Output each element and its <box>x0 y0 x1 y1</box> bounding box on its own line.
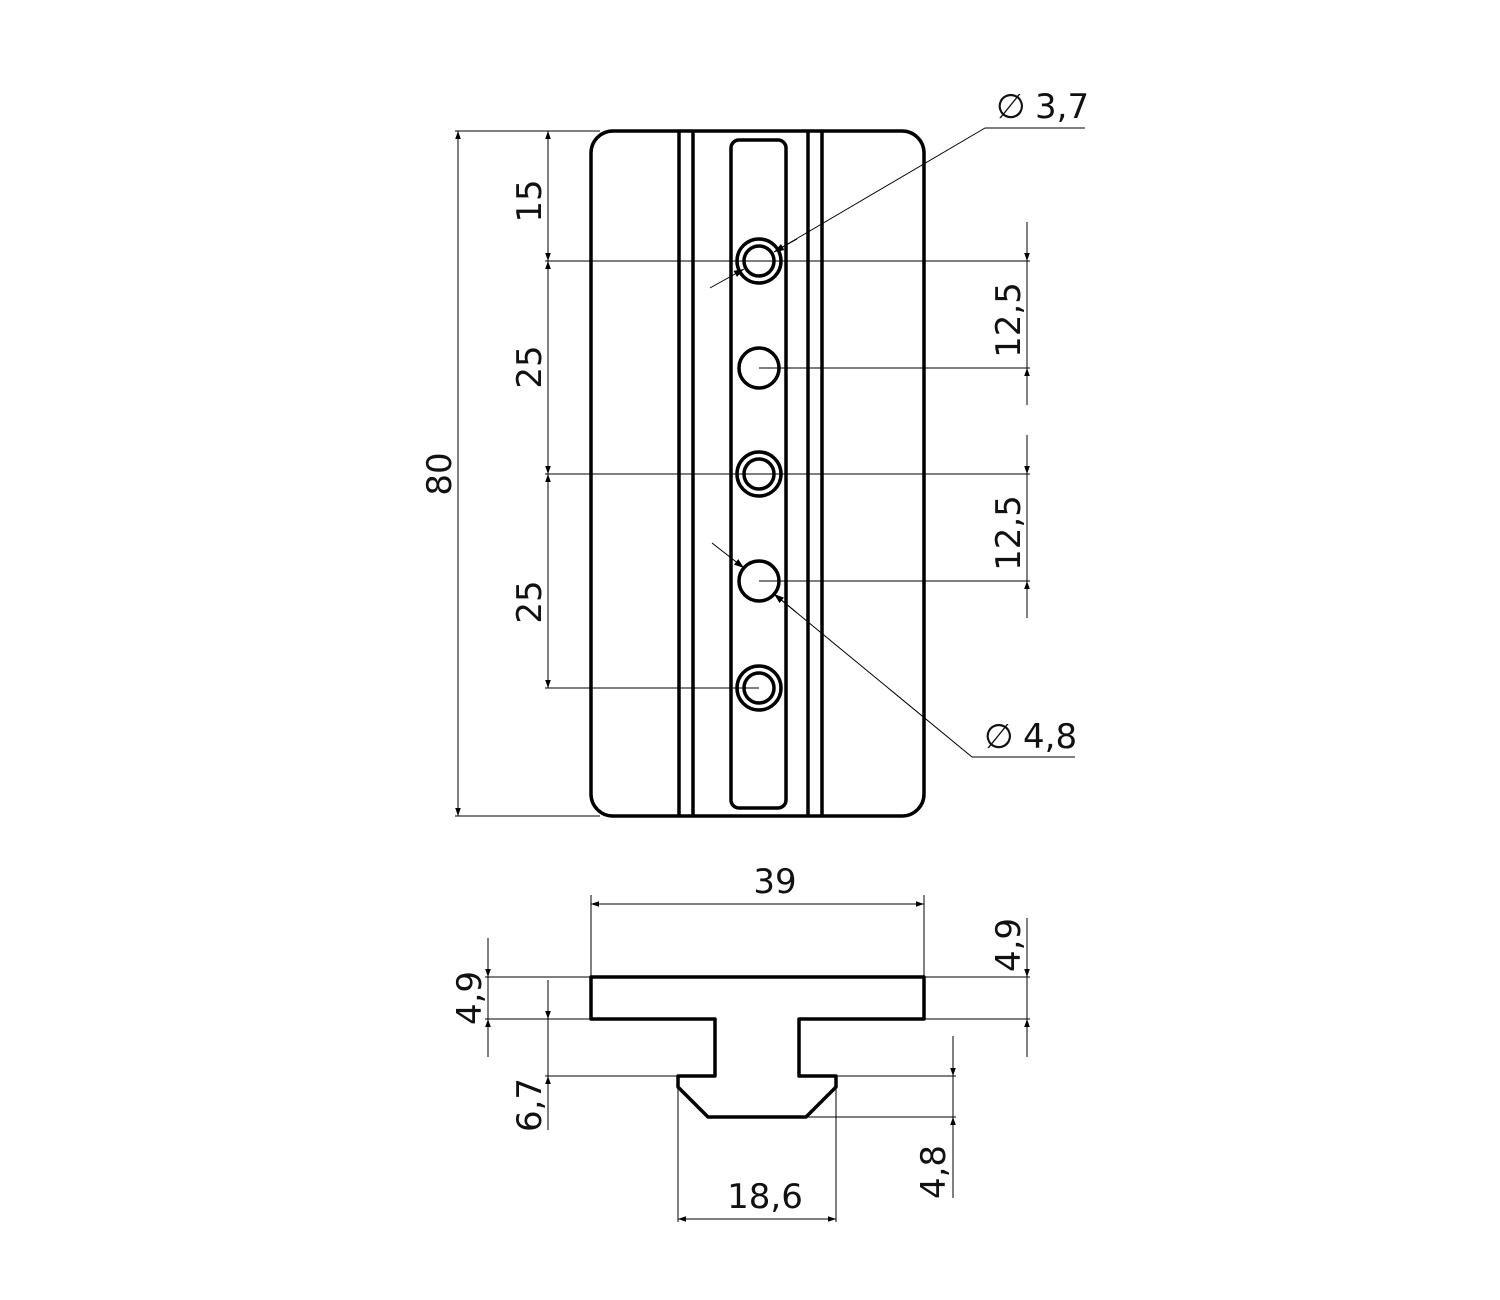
dimension-hole-spacing-1: 25 <box>510 345 550 388</box>
diameter-symbol: ∅ <box>996 87 1026 127</box>
dimension-small-hole-diameter: 3,7 <box>1035 87 1089 127</box>
leader-line <box>773 593 973 758</box>
diameter-symbol: ∅ <box>984 717 1014 757</box>
extension-lines <box>455 130 1030 817</box>
dimension-flange-thickness-right: 4,9 <box>989 918 1029 972</box>
leader-line <box>773 127 986 253</box>
leader-arrow <box>773 593 797 613</box>
top-view: 80 15 25 25 12,5 12,5 ∅ 3,7 ∅ 4,8 <box>420 87 1089 818</box>
t-profile <box>589 975 926 1119</box>
dimension-large-hole-diameter: 4,8 <box>1023 717 1077 757</box>
extension-lines <box>485 895 1030 1222</box>
dimension-flange-thickness-left: 4,9 <box>450 971 490 1025</box>
dimension-foot-width: 18,6 <box>727 1177 803 1217</box>
leader-arrow <box>709 268 745 289</box>
section-view: 39 4,9 6,7 4,9 4,8 18,6 <box>450 862 1030 1222</box>
dimension-first-hole-offset: 15 <box>510 179 550 222</box>
dimension-width: 39 <box>753 862 796 902</box>
dimension-half-spacing-1: 12,5 <box>989 282 1029 358</box>
dimension-foot-height: 4,8 <box>914 1145 954 1199</box>
dimension-half-spacing-2: 12,5 <box>989 495 1029 571</box>
dimension-overall-length: 80 <box>420 452 460 495</box>
leader-arrow <box>711 542 745 569</box>
leader-arrow <box>773 238 798 253</box>
dimension-hole-spacing-2: 25 <box>510 580 550 623</box>
dimension-neck-height: 6,7 <box>510 1078 550 1132</box>
